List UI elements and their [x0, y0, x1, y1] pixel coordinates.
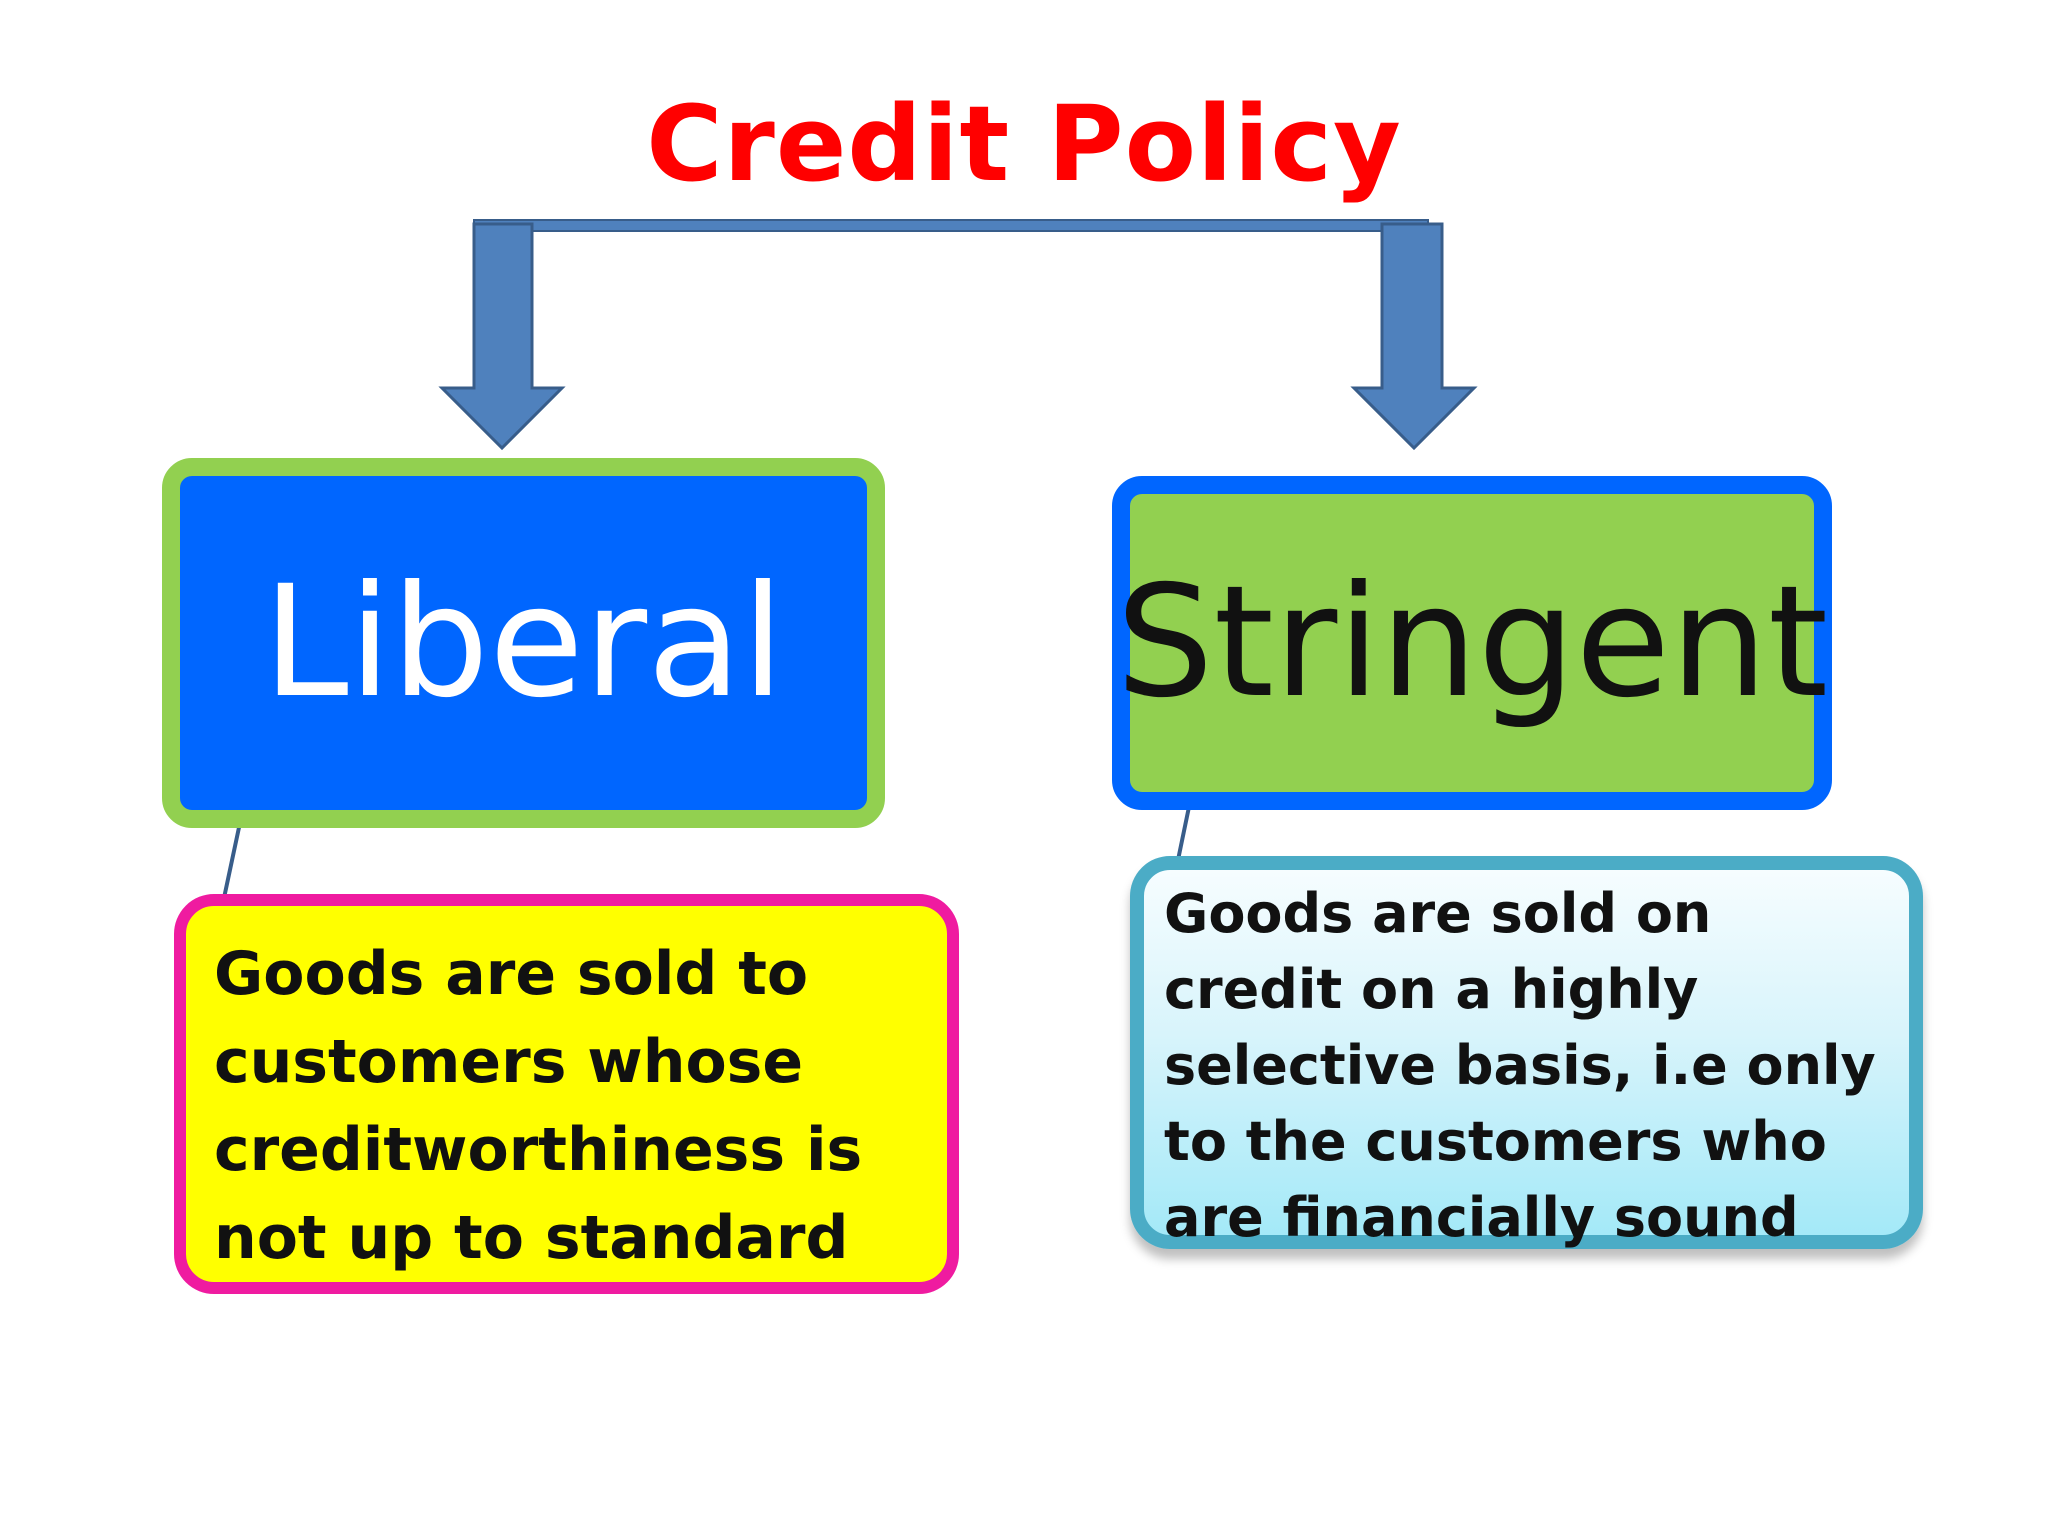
stringent-label: Stringent — [1115, 553, 1829, 732]
stringent-description-callout: Goods are sold on credit on a highly sel… — [1130, 856, 1923, 1249]
down-arrow-right — [1350, 222, 1478, 451]
stringent-box: Stringent — [1112, 476, 1832, 810]
liberal-box: Liberal — [162, 458, 885, 828]
slide-title: Credit Policy — [646, 83, 1402, 205]
liberal-label: Liberal — [262, 553, 785, 732]
callout-line-right — [1176, 801, 1192, 861]
connector-bar — [473, 219, 1429, 232]
stringent-description-text: Goods are sold on credit on a highly sel… — [1164, 882, 1876, 1249]
down-arrow-left — [438, 222, 566, 451]
liberal-description-callout: Goods are sold to customers whose credit… — [174, 894, 959, 1294]
liberal-description-text: Goods are sold to customers whose credit… — [214, 939, 863, 1273]
callout-line-left — [222, 817, 243, 899]
